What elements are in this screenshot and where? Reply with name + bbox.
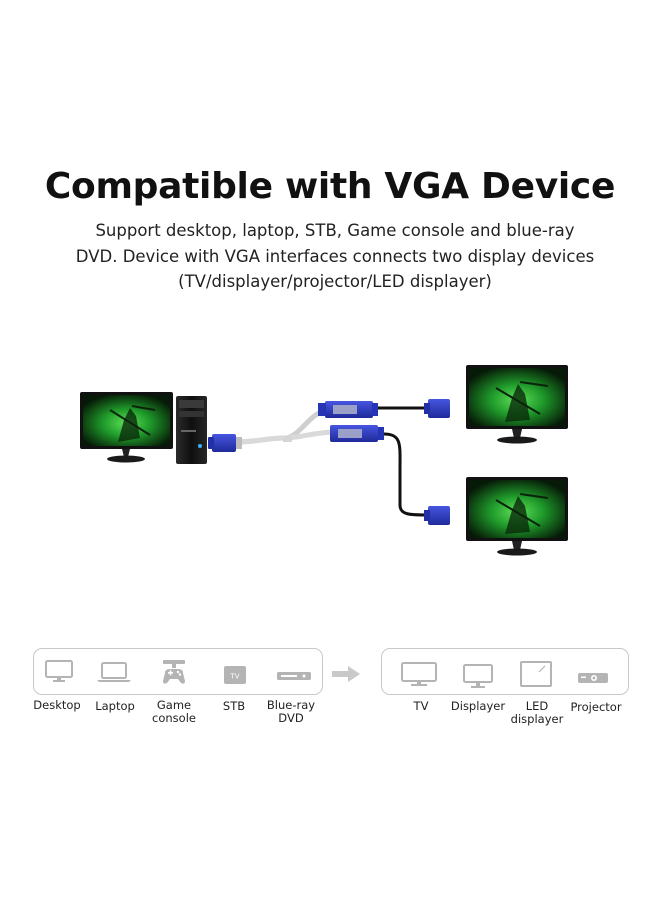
display-devices-panel: [381, 648, 629, 695]
connection-diagram: [80, 365, 568, 556]
source-monitor: [80, 392, 173, 463]
source-label-desktop: Desktop: [33, 698, 81, 712]
display-label-projector: Projector: [570, 700, 622, 714]
displayer-icon: [462, 663, 494, 689]
tv-icon: [400, 661, 438, 687]
led-displayer-icon: [519, 660, 553, 688]
output-cables: [378, 399, 450, 525]
display-label-tv: TV: [413, 699, 429, 713]
source-label-stb: STB: [222, 699, 246, 713]
output-monitor-bottom: [466, 477, 568, 556]
vga-splitter-cable: [208, 401, 384, 452]
page-title: Compatible with VGA Device: [44, 166, 616, 207]
pc-tower: [176, 396, 207, 464]
source-label-game-console: Game console: [152, 698, 196, 725]
description-line-3: (TV/displayer/projector/LED displayer): [178, 272, 492, 291]
game-console-icon: [160, 659, 188, 687]
monitor-icon: [44, 659, 74, 683]
source-label-laptop: Laptop: [95, 699, 135, 713]
description-line-2: DVD. Device with VGA interfaces connects…: [75, 246, 595, 266]
arrow-right-icon: [332, 666, 360, 686]
projector-icon: [577, 672, 609, 684]
source-label-blue-ray-dvd: Blue-ray DVD: [266, 698, 316, 725]
stb-icon-text: TV: [229, 673, 239, 681]
display-label-led-displayer: LED displayer: [510, 699, 564, 726]
display-label-displayer: Displayer: [450, 699, 506, 713]
page-description: Support desktop, laptop, STB, Game conso…: [70, 218, 600, 295]
dvd-player-icon: [276, 671, 312, 681]
description-line-1: Support desktop, laptop, STB, Game conso…: [95, 221, 575, 240]
output-monitor-top: [466, 365, 568, 444]
laptop-icon: [96, 661, 132, 683]
stb-icon: TV: [223, 665, 247, 685]
